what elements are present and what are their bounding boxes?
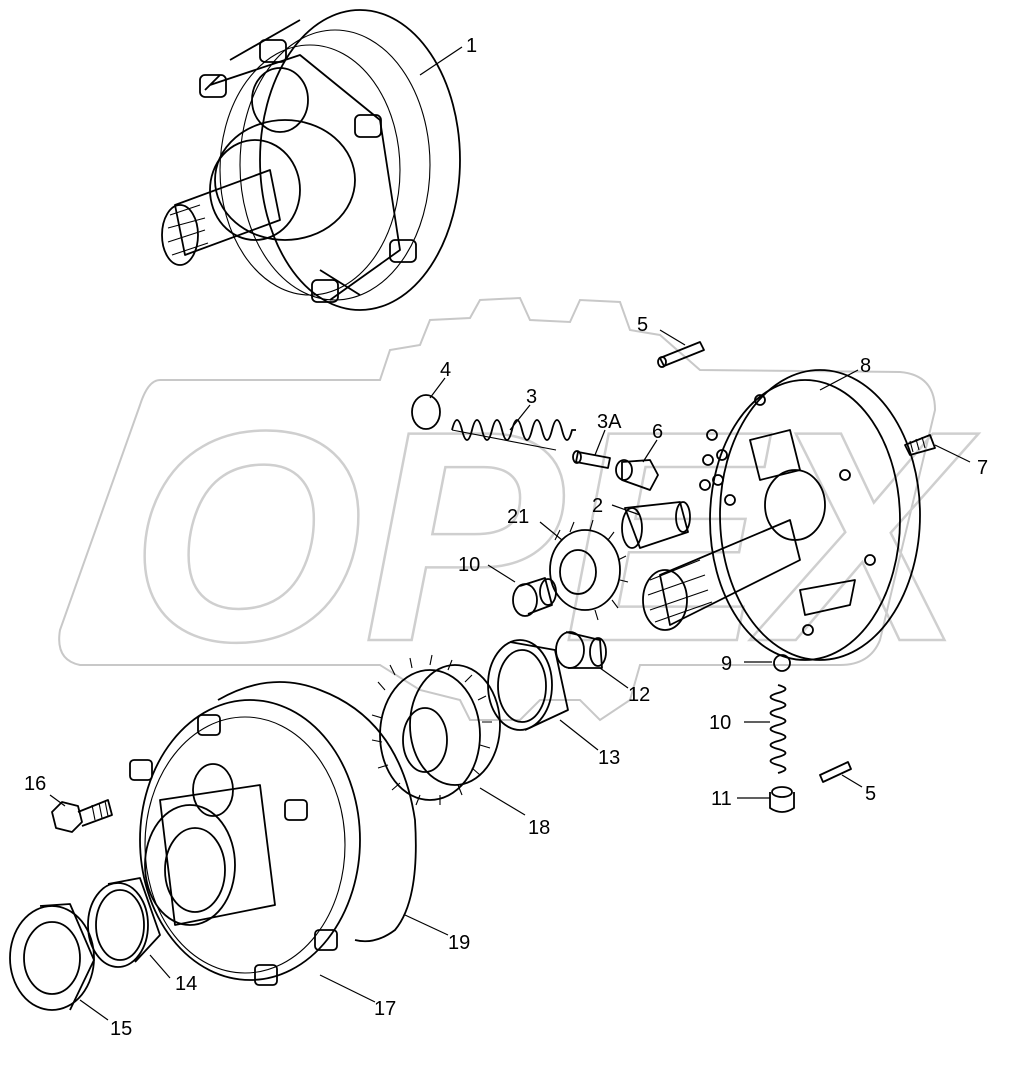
watermark-text: OPEX bbox=[130, 368, 979, 704]
label-10-right: 10 bbox=[709, 712, 731, 734]
label-15: 15 bbox=[110, 1018, 132, 1040]
leader-lines bbox=[49, 46, 971, 1021]
part-8-housing bbox=[642, 369, 921, 661]
label-2: 2 bbox=[592, 495, 603, 517]
label-10-left: 10 bbox=[458, 554, 480, 576]
part-7-bolt bbox=[904, 434, 936, 456]
label-18: 18 bbox=[528, 817, 550, 839]
label-14: 14 bbox=[175, 973, 197, 995]
watermark-gear-outline bbox=[58, 296, 937, 722]
part-3A-pin bbox=[572, 450, 611, 469]
label-11: 11 bbox=[711, 788, 732, 810]
part-15-seal bbox=[9, 903, 95, 1011]
part-3-spring bbox=[451, 419, 576, 451]
part-12-bushing bbox=[555, 631, 607, 669]
label-6: 6 bbox=[652, 421, 663, 443]
part-14-ring bbox=[87, 877, 161, 968]
part-18-gear bbox=[371, 654, 501, 806]
part-10-needle-bearing bbox=[512, 577, 557, 617]
label-1: 1 bbox=[466, 35, 477, 57]
part-2-sleeve bbox=[621, 501, 691, 549]
part-21-gear bbox=[549, 519, 629, 621]
part-1-pump-assembly bbox=[161, 9, 461, 311]
label-9: 9 bbox=[721, 653, 732, 675]
label-3A: 3A bbox=[597, 411, 622, 433]
part-5-pin-upper bbox=[657, 341, 705, 368]
part-4-disc bbox=[411, 394, 441, 430]
label-5-upper: 5 bbox=[637, 314, 648, 336]
label-21: 21 bbox=[507, 506, 529, 528]
label-16: 16 bbox=[24, 773, 46, 795]
part-16-bolt bbox=[51, 799, 113, 833]
label-19: 19 bbox=[448, 932, 470, 954]
label-12: 12 bbox=[628, 684, 650, 706]
label-8: 8 bbox=[860, 355, 871, 377]
callout-labels: 1 2 3 3A 4 5 5 6 7 8 9 10 10 11 12 13 14… bbox=[24, 35, 988, 1040]
part-6-plug bbox=[615, 459, 659, 491]
part-19-o-ring bbox=[217, 681, 417, 943]
part-9-ball bbox=[773, 654, 791, 672]
label-7: 7 bbox=[977, 457, 988, 479]
part-11-plug bbox=[769, 786, 795, 813]
label-13: 13 bbox=[598, 747, 620, 769]
label-17: 17 bbox=[374, 998, 396, 1020]
label-3: 3 bbox=[526, 386, 537, 408]
part-17-pump-cover bbox=[129, 699, 361, 986]
part-10-spring-right bbox=[769, 684, 787, 774]
part-5-pin-lower bbox=[819, 761, 852, 783]
label-4: 4 bbox=[440, 359, 451, 381]
label-5-lower: 5 bbox=[865, 783, 876, 805]
